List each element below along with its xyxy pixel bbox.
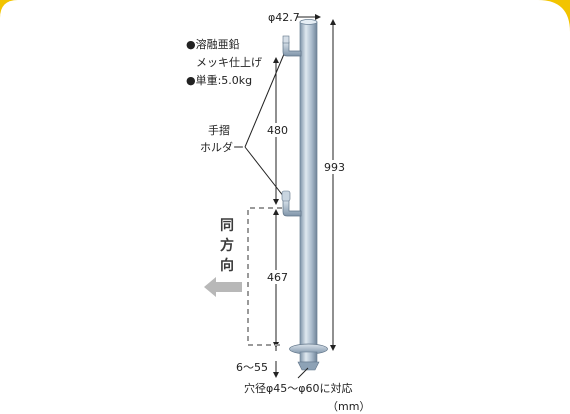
lower-spacing-label-bg xyxy=(266,270,288,284)
lower-spacing-label: 467 xyxy=(267,271,288,284)
upper-spacing-label: 480 xyxy=(267,124,288,137)
spec-finish: メッキ仕上げ xyxy=(196,56,262,69)
spec-material: ●溶融亜鉛 xyxy=(186,37,240,51)
post-body xyxy=(299,21,318,349)
unit-label: （mm） xyxy=(327,400,370,413)
base-flange xyxy=(289,343,328,371)
direction-arrow xyxy=(204,277,242,297)
spec-weight: ●単重:5.0kg xyxy=(186,73,252,87)
direction-char-3: 向 xyxy=(220,257,234,274)
hole-note-leader xyxy=(297,367,309,379)
diameter-label: φ42.7 xyxy=(268,11,300,24)
lower-holder xyxy=(281,190,302,217)
total-height-label: 993 xyxy=(324,161,345,174)
upper-spacing-label-bg xyxy=(266,123,288,137)
direction-char-2: 方 xyxy=(220,237,234,254)
holder-label-line1: 手摺 xyxy=(208,123,230,137)
total-height-label-bg xyxy=(323,160,345,174)
hole-note: 穴径φ45～φ60に対応 xyxy=(244,381,353,395)
post-top-cap xyxy=(299,19,318,25)
direction-char-1: 同 xyxy=(220,218,234,234)
base-gap-label: 6～55 xyxy=(236,361,268,374)
handrail-dashed-outline xyxy=(247,207,282,346)
upper-holder xyxy=(282,35,302,57)
holder-label-line2: ホルダー xyxy=(200,140,244,154)
